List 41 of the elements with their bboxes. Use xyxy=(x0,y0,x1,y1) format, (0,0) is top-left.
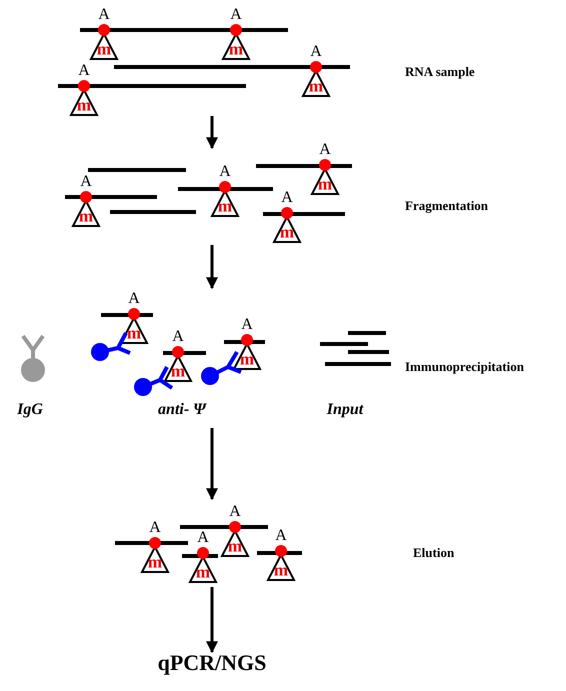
nucleotide-letter: A xyxy=(98,7,110,23)
modification-mark-letter: m xyxy=(318,176,332,192)
modification-mark-letter: m xyxy=(76,96,92,114)
modification-mark-letter: m xyxy=(228,40,244,58)
nucleotide-letter: A xyxy=(310,44,322,60)
arrow xyxy=(206,428,218,500)
step-label: RNA sample xyxy=(405,65,475,78)
nucleotide-letter: A xyxy=(128,291,140,307)
modification-mark-letter: m xyxy=(148,554,162,570)
nucleotide-letter: A xyxy=(229,504,241,520)
modification-mark-letter: m xyxy=(218,198,232,214)
step-label: Immunoprecipitation xyxy=(405,360,524,373)
step-label: Fragmentation xyxy=(405,199,488,212)
nucleotide-letter: A xyxy=(275,528,287,544)
sample-label: Input xyxy=(326,402,364,418)
nucleotide-letter: A xyxy=(219,164,231,180)
antibody-label: anti- Ψ xyxy=(158,402,206,418)
output-text: qPCR/NGS xyxy=(156,652,268,674)
nucleotide-letter: A xyxy=(230,7,242,23)
modification-mark-letter: m xyxy=(170,362,186,380)
nucleotide-letter: A xyxy=(172,329,184,345)
nucleotide-letter: A xyxy=(78,63,90,79)
modification-mark-letter: m xyxy=(280,224,294,240)
modification-mark-letter: m xyxy=(78,208,94,224)
nucleotide-letter: A xyxy=(80,174,92,190)
modification-mark-letter: m xyxy=(196,564,210,580)
nucleotide-letter: A xyxy=(319,142,331,158)
nucleotide-letter: A xyxy=(281,190,293,206)
modification-mark-letter: m xyxy=(228,538,242,554)
arrow xyxy=(206,245,218,290)
nucleotide-letter: A xyxy=(241,317,253,333)
modification-mark-letter: m xyxy=(274,562,288,578)
nucleotide-letter: A xyxy=(149,520,161,536)
nucleotide-letter: A xyxy=(197,530,209,546)
modification-mark-letter: m xyxy=(240,350,254,368)
modification-mark-letter: m xyxy=(308,78,324,94)
arrow xyxy=(206,587,218,654)
arrow xyxy=(206,116,218,150)
modification-mark-letter: m xyxy=(96,40,112,58)
modification-mark-letter: m xyxy=(126,324,142,342)
step-label: Elution xyxy=(413,546,454,559)
